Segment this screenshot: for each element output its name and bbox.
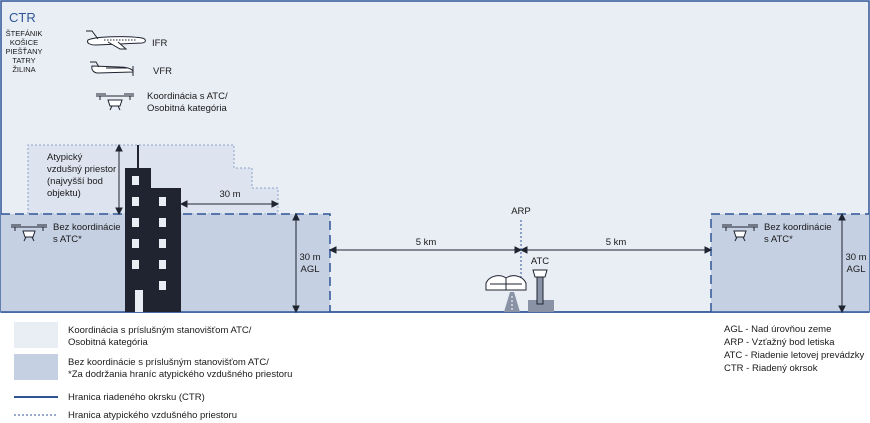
- left-zone-height-value: 30 m: [299, 252, 320, 263]
- ifr-label: IFR: [152, 38, 167, 49]
- distance-arrow-right: [519, 246, 713, 254]
- right-zone-label-line1: Bez koordinácie: [764, 222, 832, 233]
- ctr-airport-3: PIEŠŤANY: [5, 47, 42, 56]
- left-zone-height-unit: AGL: [300, 264, 319, 275]
- atypical-height-arrow: [115, 143, 123, 216]
- ctr-airport-1: ŠTEFÁNIK: [6, 29, 43, 38]
- abbr-ctr: CTR - Riadený okrsok: [724, 363, 818, 374]
- ctr-title: CTR: [9, 10, 36, 25]
- legend-light-swatch: [14, 322, 58, 348]
- atypical-line2: vzdušný priestor: [47, 164, 116, 175]
- arp-label: ARP: [511, 206, 531, 217]
- right-zone-border: [710, 213, 869, 312]
- legend-solid-line-label: Hranica riadeného okrsku (CTR): [68, 392, 205, 403]
- left-zone-label-line2: s ATC*: [53, 234, 82, 245]
- abbr-atc: ATC - Riadenie letovej prevádzky: [724, 350, 865, 361]
- right-zone-height-unit: AGL: [846, 264, 865, 275]
- left-zone-label-line1: Bez koordinácie: [53, 222, 121, 233]
- atc-label: ATC: [531, 256, 549, 267]
- atypical-distance-arrow: [179, 200, 280, 208]
- airport-icon: [485, 275, 554, 312]
- drone-icon-left: [11, 224, 47, 242]
- atypical-line1: Atypický: [47, 152, 83, 163]
- ctr-airport-2: KOŠICE: [10, 38, 38, 47]
- control-tower-icon: [532, 269, 548, 305]
- legend-dark-swatch: [14, 354, 58, 380]
- building: [125, 145, 181, 312]
- legend-dark-line2: *Za dodržania hraníc atypického vzdušnéh…: [68, 369, 292, 380]
- left-zone-border: [1, 213, 331, 312]
- ctr-airport-5: ŽILINA: [12, 65, 35, 74]
- drone-label-line1: Koordinácia s ATC/: [147, 91, 228, 102]
- vfr-label: VFR: [153, 66, 172, 77]
- drone-icon: [96, 93, 134, 111]
- right-zone-label-line2: s ATC*: [764, 234, 793, 245]
- airliner-icon: [86, 30, 146, 50]
- atypical-line4: objektu): [47, 188, 81, 199]
- drone-label-line2: Osobitná kategória: [147, 103, 227, 114]
- legend-dark-line1: Bez koordinácie s príslušným stanovišťom…: [68, 357, 269, 368]
- small-aircraft-icon: [90, 61, 134, 76]
- abbr-agl: AGL - Nad úrovňou zeme: [724, 324, 831, 335]
- atypical-distance-label: 30 m: [219, 189, 240, 200]
- left-zone-height-arrow: [292, 212, 300, 314]
- right-zone-height-arrow: [838, 212, 846, 314]
- distance-label-left: 5 km: [416, 237, 437, 248]
- abbr-arp: ARP - Vzťažný bod letiska: [724, 337, 835, 348]
- atypical-line3: (najvyšší bod: [47, 176, 103, 187]
- right-no-coordination-zone: [711, 214, 869, 312]
- legend-light-line2: Osobitná kategória: [68, 337, 148, 348]
- distance-arrow-left: [328, 246, 523, 254]
- ctr-airport-4: TATRY: [12, 56, 35, 65]
- right-zone-height-value: 30 m: [845, 252, 866, 263]
- legend-light-line1: Koordinácia s príslušným stanovišťom ATC…: [68, 325, 252, 336]
- legend-dotted-line-label: Hranica atypického vzdušného priestoru: [68, 410, 237, 421]
- distance-label-right: 5 km: [606, 237, 627, 248]
- atypical-airspace-area: [27, 144, 279, 215]
- drone-icon-right: [722, 224, 758, 242]
